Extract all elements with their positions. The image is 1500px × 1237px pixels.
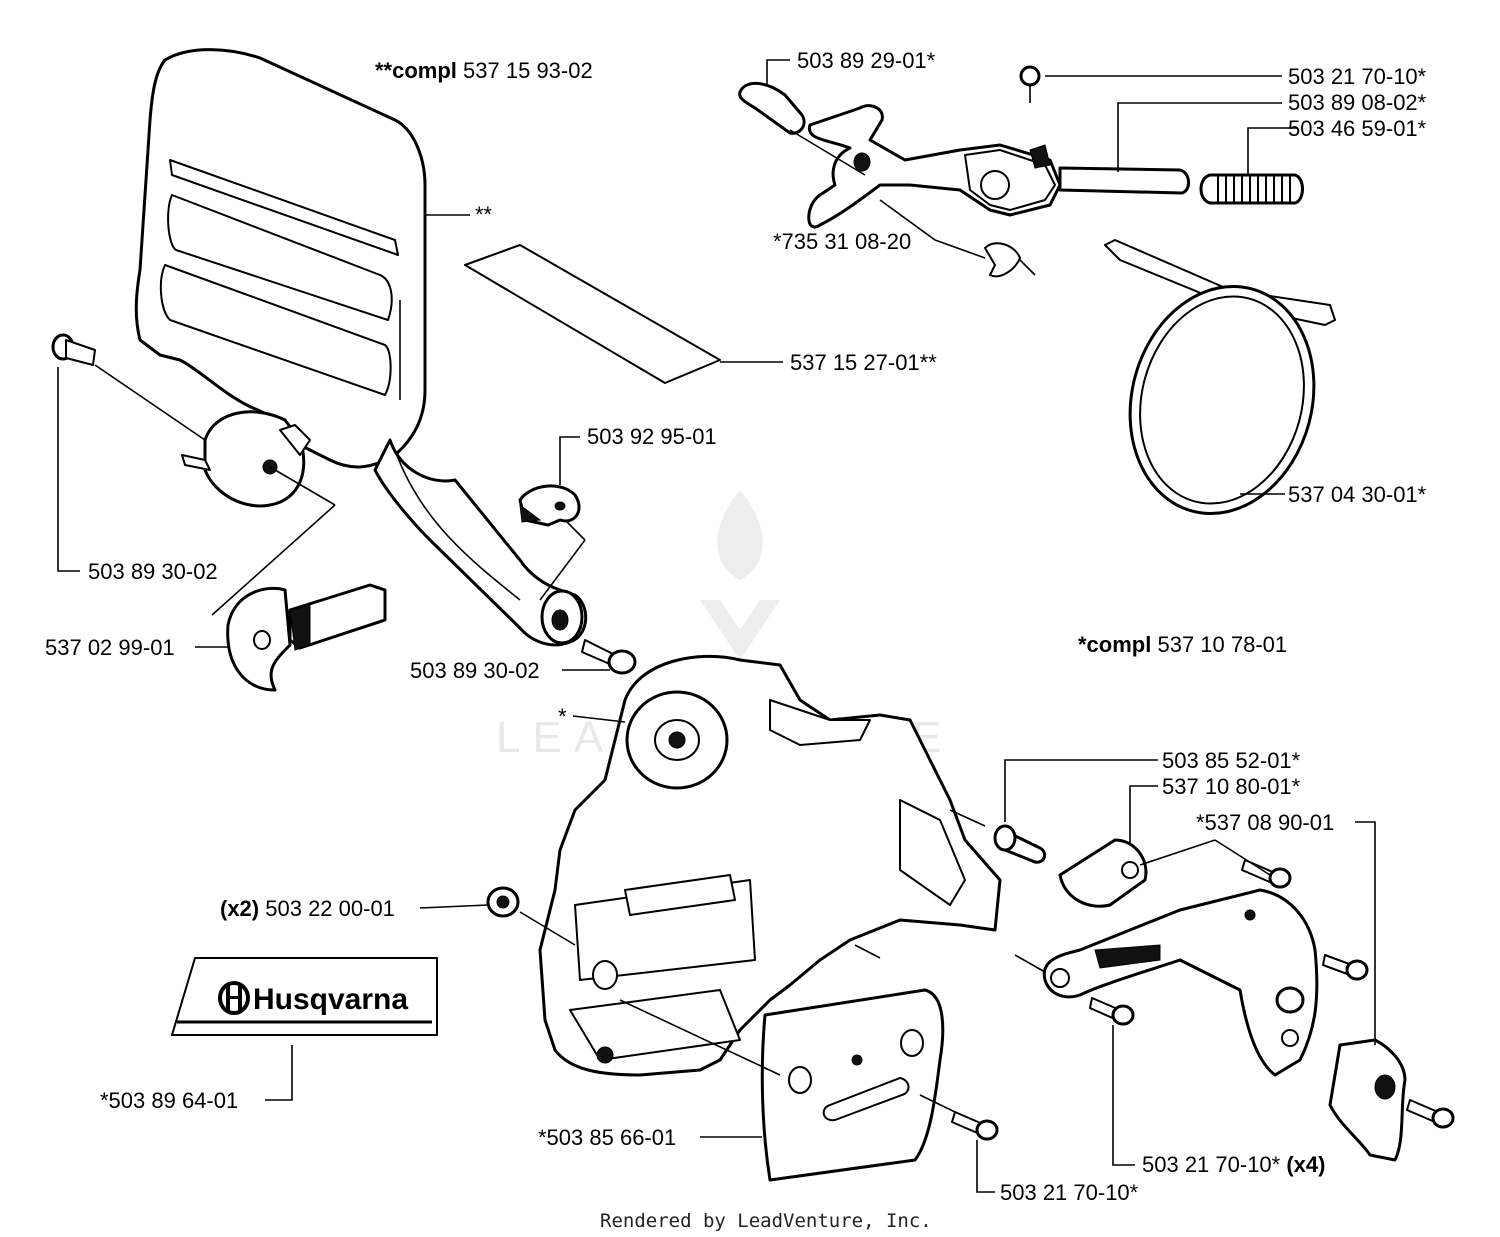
callout-503-89-30-02-mid: 503 89 30-02 bbox=[410, 658, 540, 683]
callout-537-10-80-01: 537 10 80-01* bbox=[1162, 774, 1301, 799]
brake-cover-right bbox=[1042, 838, 1319, 1077]
guard-spring-clip bbox=[226, 583, 387, 692]
callout-503-22-00-01: (x2) 503 22 00-01 bbox=[220, 896, 395, 921]
lever-screw-top bbox=[1019, 65, 1041, 103]
assembly-prefix: *compl bbox=[1078, 632, 1151, 657]
quantity: (x2) bbox=[220, 896, 259, 921]
cover-nut bbox=[486, 886, 520, 918]
guard-decal-sheet bbox=[464, 244, 721, 384]
callout-guard-marker: ** bbox=[475, 202, 493, 227]
footer-credit: Rendered by LeadVenture, Inc. bbox=[600, 1210, 932, 1232]
callout-503-92-95-01: 503 92 95-01 bbox=[587, 424, 717, 449]
assembly-label-front-guard: **compl 537 15 93-02 bbox=[375, 58, 593, 83]
callout-503-89-29-01: 503 89 29-01* bbox=[797, 48, 936, 73]
part-number: 503 22 00-01 bbox=[265, 896, 395, 921]
callout-503-21-70-10-x4: 503 21 70-10* (x4) bbox=[1142, 1152, 1325, 1177]
leader-lines bbox=[57, 59, 1376, 1193]
callout-503-89-30-02-left: 503 89 30-02 bbox=[88, 559, 218, 584]
callout-503-85-52-01: 503 85 52-01* bbox=[1162, 748, 1301, 773]
guard-washer bbox=[518, 484, 581, 527]
callout-503-89-64-01: *503 89 64-01 bbox=[100, 1088, 238, 1113]
callout-503-21-70-10-top: 503 21 70-10* bbox=[1288, 64, 1427, 89]
assembly-prefix: **compl bbox=[375, 58, 457, 83]
lever-clip bbox=[984, 242, 1021, 278]
quantity: (x4) bbox=[1286, 1152, 1325, 1177]
brake-spring bbox=[1199, 173, 1304, 205]
assembly-label-chain-brake: *compl 537 10 78-01 bbox=[1078, 632, 1287, 657]
brake-cover-screws bbox=[1089, 859, 1455, 1129]
callout-cover-marker: * bbox=[558, 704, 567, 729]
cover-pin bbox=[949, 809, 1047, 864]
callout-labels: **compl 537 15 93-02 503 89 29-01* 503 2… bbox=[45, 48, 1427, 1205]
husqvarna-logo-icon bbox=[218, 981, 250, 1015]
callout-537-02-99-01: 537 02 99-01 bbox=[45, 635, 175, 660]
brake-lever-assembly bbox=[738, 81, 1190, 229]
callout-735-31-08-20: *735 31 08-20 bbox=[773, 229, 911, 254]
plate-screw bbox=[951, 1111, 999, 1141]
bar-plate bbox=[760, 988, 945, 1182]
callout-503-85-66-01: *503 85 66-01 bbox=[538, 1125, 676, 1150]
front-hand-guard bbox=[134, 48, 588, 647]
clutch-cover bbox=[538, 654, 1002, 1077]
callout-537-08-90-01: *537 08 90-01 bbox=[1196, 810, 1334, 835]
callout-503-89-08-02: 503 89 08-02* bbox=[1288, 90, 1427, 115]
guard-screw-left bbox=[51, 333, 96, 366]
assembly-number: 537 10 78-01 bbox=[1157, 632, 1287, 657]
callout-537-04-30-01: 537 04 30-01* bbox=[1288, 482, 1427, 507]
guard-screw-mid bbox=[581, 639, 637, 675]
husqvarna-wordmark: Husqvarna bbox=[253, 983, 408, 1016]
brake-band bbox=[1104, 239, 1336, 515]
part-number: 503 21 70-10* bbox=[1142, 1152, 1281, 1177]
brake-bracket bbox=[1328, 1038, 1407, 1162]
husqvarna-decal: Husqvarna bbox=[171, 957, 438, 1036]
callout-537-15-27-01: 537 15 27-01** bbox=[790, 350, 937, 375]
assembly-number: 537 15 93-02 bbox=[463, 58, 593, 83]
callout-503-21-70-10-bottom: 503 21 70-10* bbox=[1000, 1180, 1139, 1205]
callout-503-46-59-01: 503 46 59-01* bbox=[1288, 116, 1427, 141]
guard-bushing bbox=[181, 410, 311, 508]
